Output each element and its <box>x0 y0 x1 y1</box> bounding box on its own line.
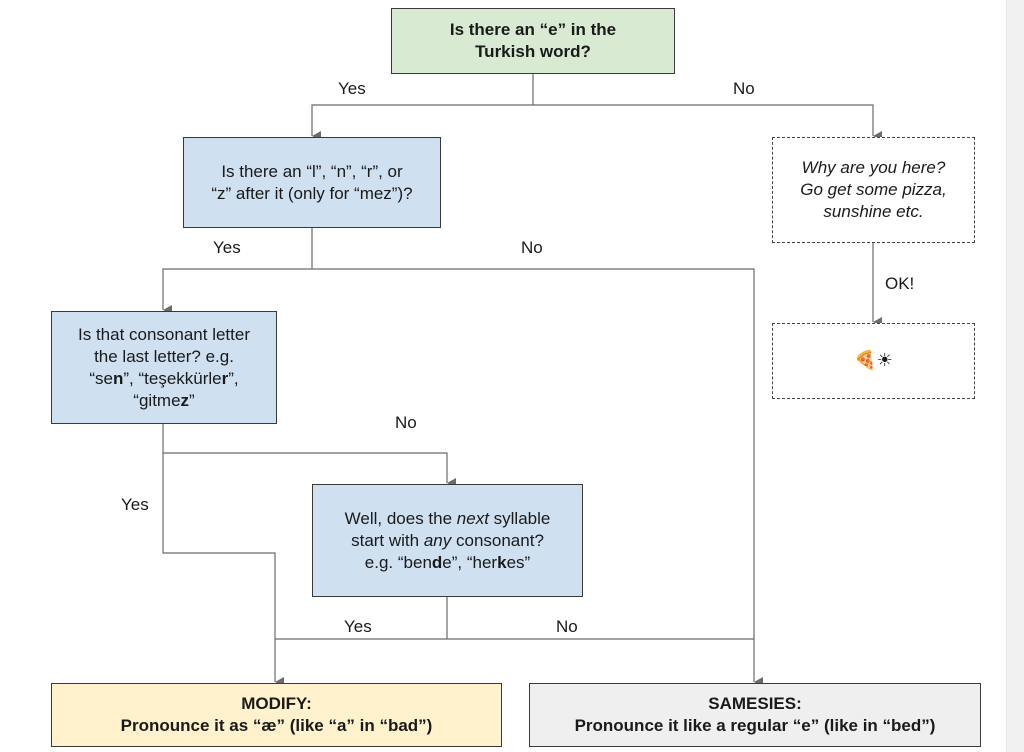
label-last-no: No <box>395 413 417 432</box>
pizza-line-3: sunshine etc. <box>823 202 924 221</box>
last-line-4: “gitmez” <box>133 390 195 410</box>
connector-last-no <box>163 452 456 488</box>
modify-result-box: MODIFY: Pronounce it as “æ” (like “a” in… <box>51 683 502 747</box>
pizza-note-box: Why are you here? Go get some pizza, sun… <box>772 137 975 243</box>
start-line-1: Is there an “e” in the <box>449 20 617 39</box>
next-line-3: e.g. “bende”, “herkes” <box>364 552 531 572</box>
connector-start-yes <box>311 104 533 141</box>
modify-title: MODIFY: <box>241 694 312 713</box>
label-start-no: No <box>733 79 755 98</box>
samesies-title: SAMESIES: <box>708 694 802 713</box>
pizza-line-1: Why are you here? <box>801 158 946 177</box>
last-line-3: “sen”, “teşekkürler”, <box>89 368 239 388</box>
modify-text: Pronounce it as “æ” (like “a” in “bad”) <box>120 716 433 735</box>
label-lnrz-no: No <box>521 238 543 257</box>
lnrz-line-2: “z” after it (only for “mez”)? <box>211 183 413 203</box>
label-last-yes: Yes <box>121 495 149 514</box>
connector-lnrz-yes <box>162 268 312 315</box>
vertical-scrollbar[interactable] <box>1006 0 1024 752</box>
next-line-2: start with any consonant? <box>351 530 544 550</box>
start-decision-box: Is there an “e” in the Turkish word? <box>391 8 675 74</box>
label-ok: OK! <box>885 274 915 293</box>
pizza-sun-icons: 🍕☀ <box>854 350 893 371</box>
last-line-2: the last letter? e.g. <box>94 346 234 366</box>
next-line-1: Well, does the next syllable <box>344 508 551 528</box>
next-syllable-decision-box: Well, does the next syllable start with … <box>312 484 583 597</box>
last-line-1: Is that consonant letter <box>78 324 250 344</box>
connector-lnrz-no <box>312 268 763 687</box>
label-start-yes: Yes <box>338 79 366 98</box>
label-lnrz-yes: Yes <box>213 238 241 257</box>
samesies-text: Pronounce it like a regular “e” (like in… <box>574 716 936 735</box>
pizza-line-2: Go get some pizza, <box>800 180 947 199</box>
label-next-yes: Yes <box>344 617 372 636</box>
start-line-2: Turkish word? <box>475 42 591 61</box>
samesies-result-box: SAMESIES: Pronounce it like a regular “e… <box>529 683 981 747</box>
last-letter-decision-box: Is that consonant letter the last letter… <box>51 311 277 424</box>
label-next-no: No <box>556 617 578 636</box>
lnrz-decision-box: Is there an “l”, “n”, “r”, or “z” after … <box>183 137 441 228</box>
connector-last-yes <box>162 453 284 687</box>
pizza-emoji-box: 🍕☀ <box>772 323 975 399</box>
connector-start-no <box>533 104 882 141</box>
lnrz-line-1: Is there an “l”, “n”, “r”, or <box>221 161 403 181</box>
